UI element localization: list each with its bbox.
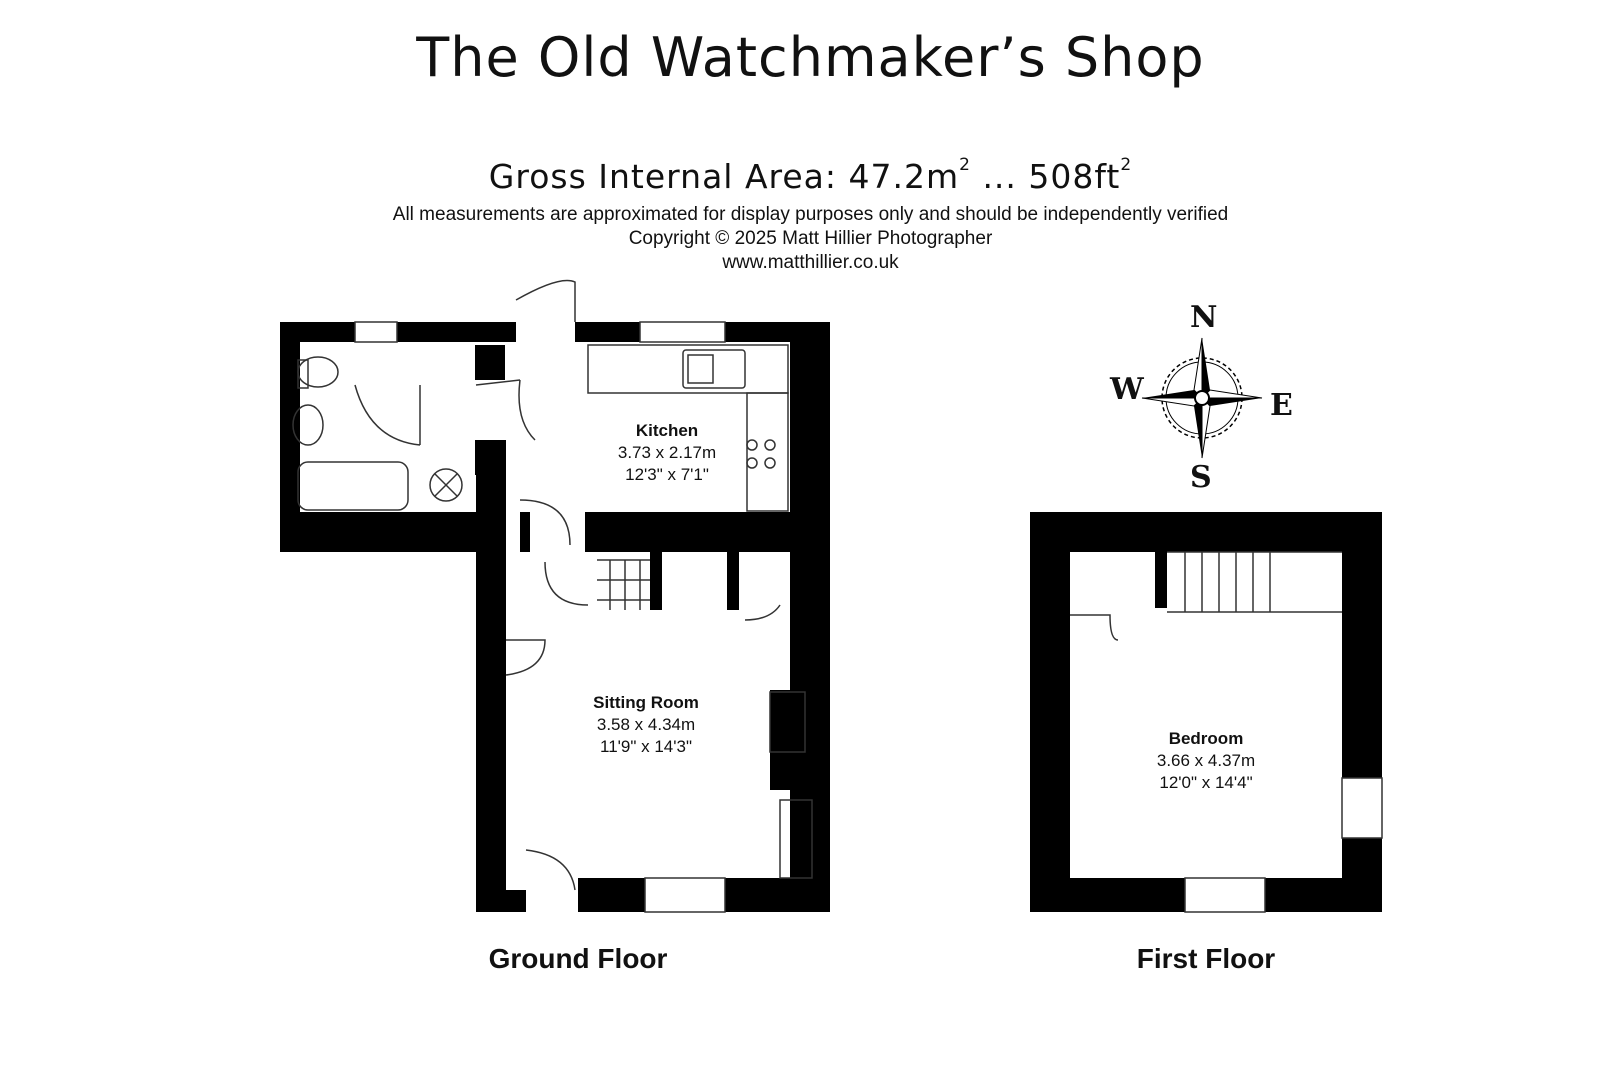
first-floor-walls xyxy=(1030,512,1382,912)
compass-rose-icon xyxy=(1141,337,1263,459)
website-link[interactable]: www.matthillier.co.uk xyxy=(722,252,899,273)
ground-floor-label: Ground Floor xyxy=(488,943,668,974)
room-metric: 3.66 x 4.37m xyxy=(1156,751,1256,770)
room-sitting-room: Sitting Room 3.58 x 4.34m 11'9" x 14'3" xyxy=(546,692,746,758)
compass-north: N xyxy=(1190,300,1218,335)
first-floor-fixtures xyxy=(1070,551,1383,913)
room-kitchen: Kitchen 3.73 x 2.17m 12'3" x 7'1" xyxy=(567,420,767,486)
disclaimer: All measurements are approximated for di… xyxy=(392,204,1229,225)
gross-internal-area: Gross Internal Area: 47.2m2 ... 508ft2 xyxy=(488,155,1133,196)
room-metric: 3.58 x 4.34m xyxy=(596,715,696,734)
compass-east: E xyxy=(1270,388,1293,423)
room-bedroom: Bedroom 3.66 x 4.37m 12'0" x 14'4" xyxy=(1106,728,1306,794)
copyright: Copyright © 2025 Matt Hillier Photograph… xyxy=(628,228,993,249)
room-metric: 3.73 x 2.17m xyxy=(617,443,717,462)
plan-title: The Old Watchmaker’s Shop xyxy=(416,26,1205,89)
room-imperial: 11'9" x 14'3" xyxy=(600,737,692,756)
first-floor-label: First Floor xyxy=(1136,943,1276,974)
room-name: Kitchen xyxy=(635,421,699,440)
room-name: Bedroom xyxy=(1168,729,1244,748)
room-name: Sitting Room xyxy=(593,693,699,712)
compass-west: W xyxy=(1110,372,1144,407)
room-imperial: 12'0" x 14'4" xyxy=(1159,773,1253,792)
ground-floor-fixtures xyxy=(292,279,813,913)
compass-south: S xyxy=(1190,460,1212,495)
room-imperial: 12'3" x 7'1" xyxy=(625,465,709,484)
